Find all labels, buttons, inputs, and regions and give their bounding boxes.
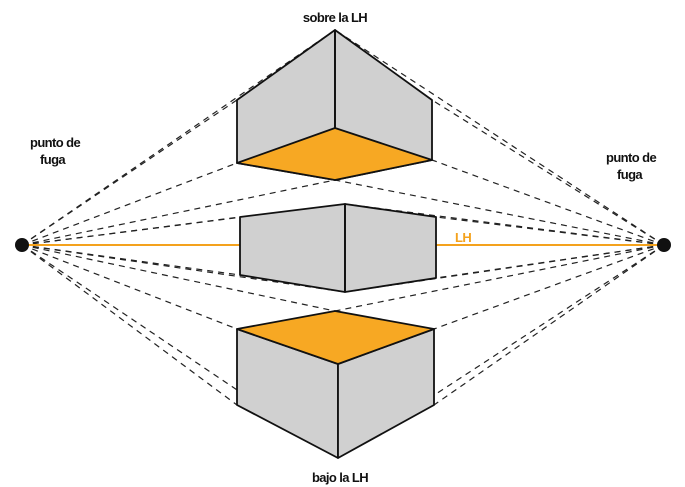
right-vanishing-point xyxy=(657,238,671,252)
projection-line xyxy=(21,216,241,246)
box-below-horizon xyxy=(236,310,435,459)
projection-line xyxy=(431,99,665,246)
left-vanishing-point xyxy=(15,238,29,252)
left-vanishing-point-label: punto de fuga xyxy=(30,135,83,167)
projection-line xyxy=(433,244,665,406)
left-vp-label-line-2: fuga xyxy=(40,152,66,167)
box-on-horizon xyxy=(239,203,437,293)
projection-line xyxy=(21,99,238,246)
projection-line xyxy=(431,159,665,246)
left-vp-label-line-1: punto de xyxy=(30,135,80,150)
horizon-label: LH xyxy=(455,230,471,245)
projection-line xyxy=(21,244,238,406)
right-vp-label-line-1: punto de xyxy=(606,150,656,165)
projection-line xyxy=(21,244,336,312)
projection-line xyxy=(334,179,665,246)
projection-line xyxy=(21,179,336,246)
box-above-horizon xyxy=(236,29,433,181)
box-right-face xyxy=(344,203,437,293)
label-above-horizon: sobre la LH xyxy=(303,10,367,25)
projection-line xyxy=(21,29,336,246)
right-vanishing-point-label: punto de fuga xyxy=(606,150,659,182)
projection-line xyxy=(21,244,339,459)
box-top-face xyxy=(236,310,435,365)
right-vp-label-line-2: fuga xyxy=(617,167,643,182)
projection-line xyxy=(334,244,665,312)
label-below-horizon: bajo la LH xyxy=(312,470,368,485)
projection-line xyxy=(433,244,665,330)
projection-line xyxy=(21,244,238,330)
projection-line xyxy=(21,162,238,246)
box-bottom-face xyxy=(236,127,433,181)
